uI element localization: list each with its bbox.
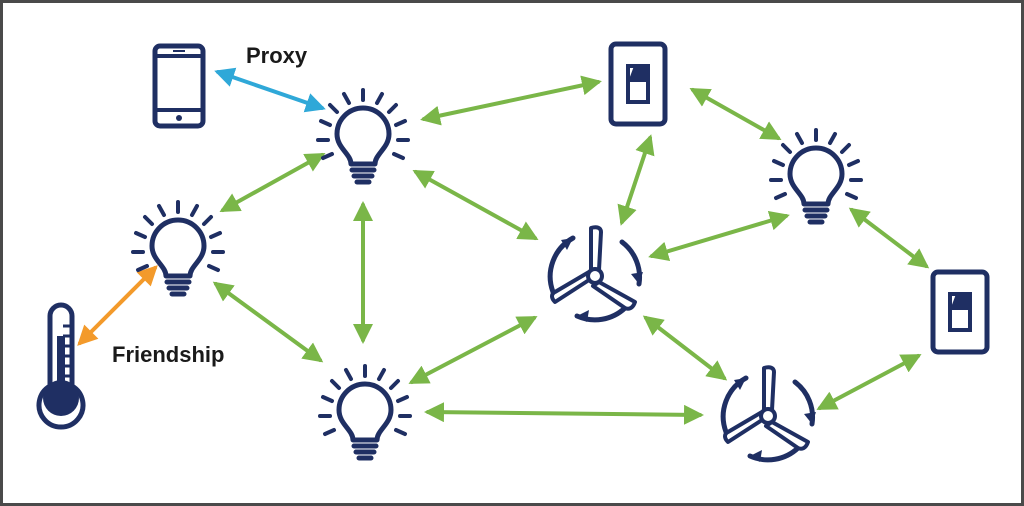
friendship-label: Friendship <box>112 342 224 367</box>
mesh-link <box>848 207 930 269</box>
mesh-link <box>648 210 790 262</box>
friendship-link <box>77 265 158 346</box>
lightbulb-icon <box>320 366 410 458</box>
mesh-link <box>816 354 922 410</box>
lightbulb-icon <box>318 90 408 182</box>
lightbulb-icon <box>133 202 223 294</box>
phone-icon <box>152 43 206 129</box>
mesh-link <box>412 170 539 240</box>
mesh-link <box>212 281 324 363</box>
fan-icon <box>723 367 816 462</box>
mesh-link <box>617 134 655 226</box>
mesh-link <box>642 315 728 381</box>
mesh-link <box>689 88 782 140</box>
mesh-link <box>420 75 602 126</box>
lightbulb-icon <box>771 130 861 222</box>
proxy-link <box>214 67 326 113</box>
light-switch-icon <box>611 44 665 124</box>
thermometer-icon <box>36 302 86 430</box>
light-switch-icon <box>933 272 987 352</box>
mesh-link <box>408 316 538 384</box>
proxy-label: Proxy <box>246 43 308 68</box>
mesh-link <box>219 153 326 212</box>
mesh-link <box>424 402 704 425</box>
links-layer <box>77 67 930 425</box>
fan-icon <box>550 227 643 322</box>
